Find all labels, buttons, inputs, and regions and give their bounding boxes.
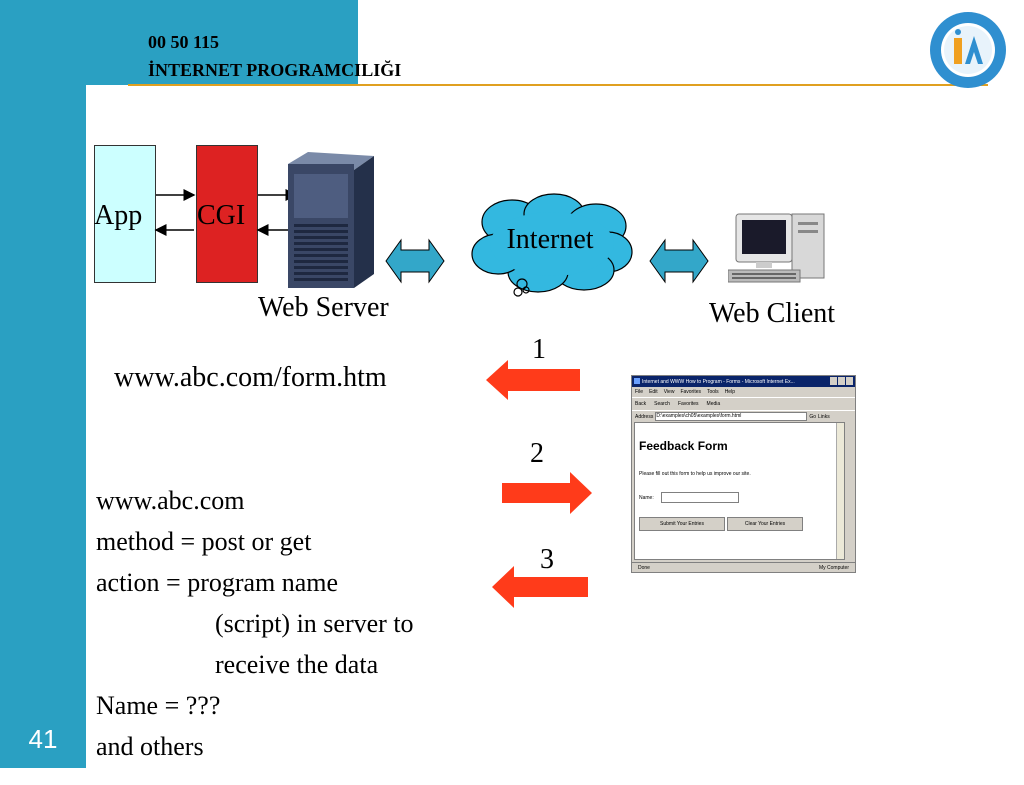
submit-button[interactable]: Submit Your Entries [639,517,725,531]
app-label: App [94,200,143,231]
media-button[interactable]: Media [706,401,721,407]
minimize-icon[interactable] [830,377,837,385]
browser-content: Feedback Form Please fill out this form … [634,422,845,560]
app-box [94,145,156,283]
maximize-icon[interactable] [838,377,845,385]
clear-button[interactable]: Clear Your Entries [727,517,803,531]
form-name-field: Name = ??? [96,691,221,720]
browser-menubar: File Edit View Favorites Tools Help [632,387,855,397]
address-label: Address [635,413,654,420]
feedback-intro: Please fill out this form to help us imp… [639,471,751,477]
form-method: method = post or get [96,527,312,556]
browser-title: Internet and WWW How to Program - Forms … [642,378,795,385]
server-label: Web Server [258,292,389,323]
step-arrow-1 [486,360,580,400]
menu-tools[interactable]: Tools [707,389,719,395]
form-action-cont-2: receive the data [215,650,379,679]
connector-arrows [154,189,298,236]
favorites-button[interactable]: Favorites [677,401,699,407]
server-icon [288,152,374,288]
internet-label: Internet [506,224,594,255]
ie-icon [634,378,640,384]
form-others: and others [96,732,204,761]
search-button[interactable]: Search [654,401,670,407]
cgi-box [196,145,258,283]
back-button[interactable]: Back [635,401,647,407]
browser-titlebar: Internet and WWW How to Program - Forms … [632,376,855,387]
status-bar: Done My Computer [632,562,855,572]
links-button[interactable]: Links [818,413,830,420]
course-code: 00 50 115 [148,32,220,52]
status-zone: My Computer [818,564,849,571]
header-rule [128,84,988,86]
menu-file[interactable]: File [635,389,644,395]
menu-edit[interactable]: Edit [649,389,658,395]
vertical-scrollbar[interactable] [836,423,844,559]
menu-help[interactable]: Help [724,389,735,395]
name-input[interactable] [661,492,739,503]
internet-cloud-icon [471,193,633,297]
step-number-1: 1 [532,334,546,365]
slide-number: 41 [28,724,58,754]
cgi-label: CGI [197,200,246,231]
step-number-3: 3 [540,544,554,575]
status-done: Done [638,564,650,571]
menu-view[interactable]: View [663,389,675,395]
close-icon[interactable] [846,377,853,385]
course-title: İNTERNET PROGRAMCILIĞI [148,60,402,80]
double-arrow-right [649,238,709,284]
client-label: Web Client [709,298,836,329]
go-button[interactable]: Go [809,413,817,420]
form-action: action = program name [96,568,339,597]
menu-favorites[interactable]: Favorites [680,389,701,395]
name-label: Name: [639,495,654,501]
feedback-heading: Feedback Form [639,439,728,453]
form-action-cont-1: (script) in server to [215,609,414,638]
step-arrow-2 [502,472,592,514]
computer-icon [728,213,825,283]
top-band [86,0,358,85]
double-arrow-left [385,238,445,284]
request-url: www.abc.com/form.htm [114,362,387,393]
browser-toolbar: Back Search Favorites Media [632,397,855,410]
left-sidebar [0,0,86,768]
step-arrow-3 [492,566,588,608]
browser-window: Internet and WWW How to Program - Forms … [631,375,856,573]
university-logo-icon [930,12,1006,88]
form-site: www.abc.com [96,486,245,515]
step-number-2: 2 [530,438,544,469]
address-bar: Address D:\examples\ch05\examples\form.h… [632,410,855,422]
address-input[interactable]: D:\examples\ch05\examples\form.html [655,412,808,421]
